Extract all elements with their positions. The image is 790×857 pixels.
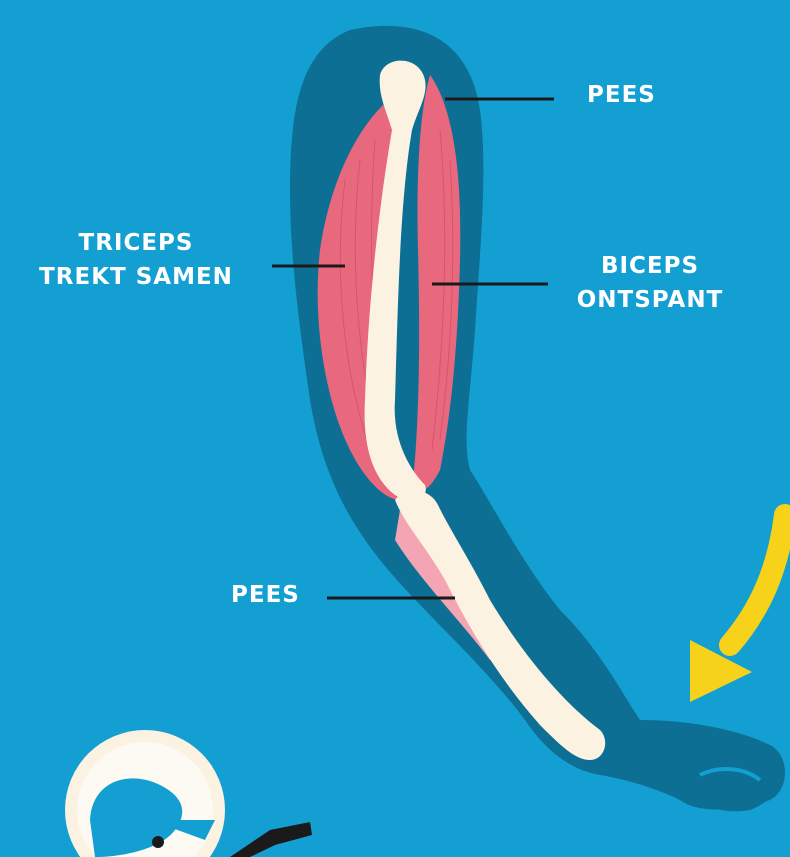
biceps-label: BICEPS ONTSPANT [565, 249, 735, 317]
person-head-icon [65, 730, 312, 857]
tendon-top-label: PEES [587, 78, 656, 112]
triceps-label-line1: TRICEPS [30, 226, 242, 260]
tendon-bottom-label: PEES [231, 578, 300, 612]
triceps-label-line2: TREKT SAMEN [30, 260, 242, 294]
triceps-label: TRICEPS TREKT SAMEN [30, 226, 242, 294]
yellow-curved-arrow-icon [690, 515, 785, 702]
biceps-label-line1: BICEPS [565, 249, 735, 283]
biceps-label-line2: ONTSPANT [565, 283, 735, 317]
tendon-bottom-text: PEES [231, 578, 300, 612]
hand-shape [690, 745, 783, 812]
tendon-top-text: PEES [587, 78, 656, 112]
